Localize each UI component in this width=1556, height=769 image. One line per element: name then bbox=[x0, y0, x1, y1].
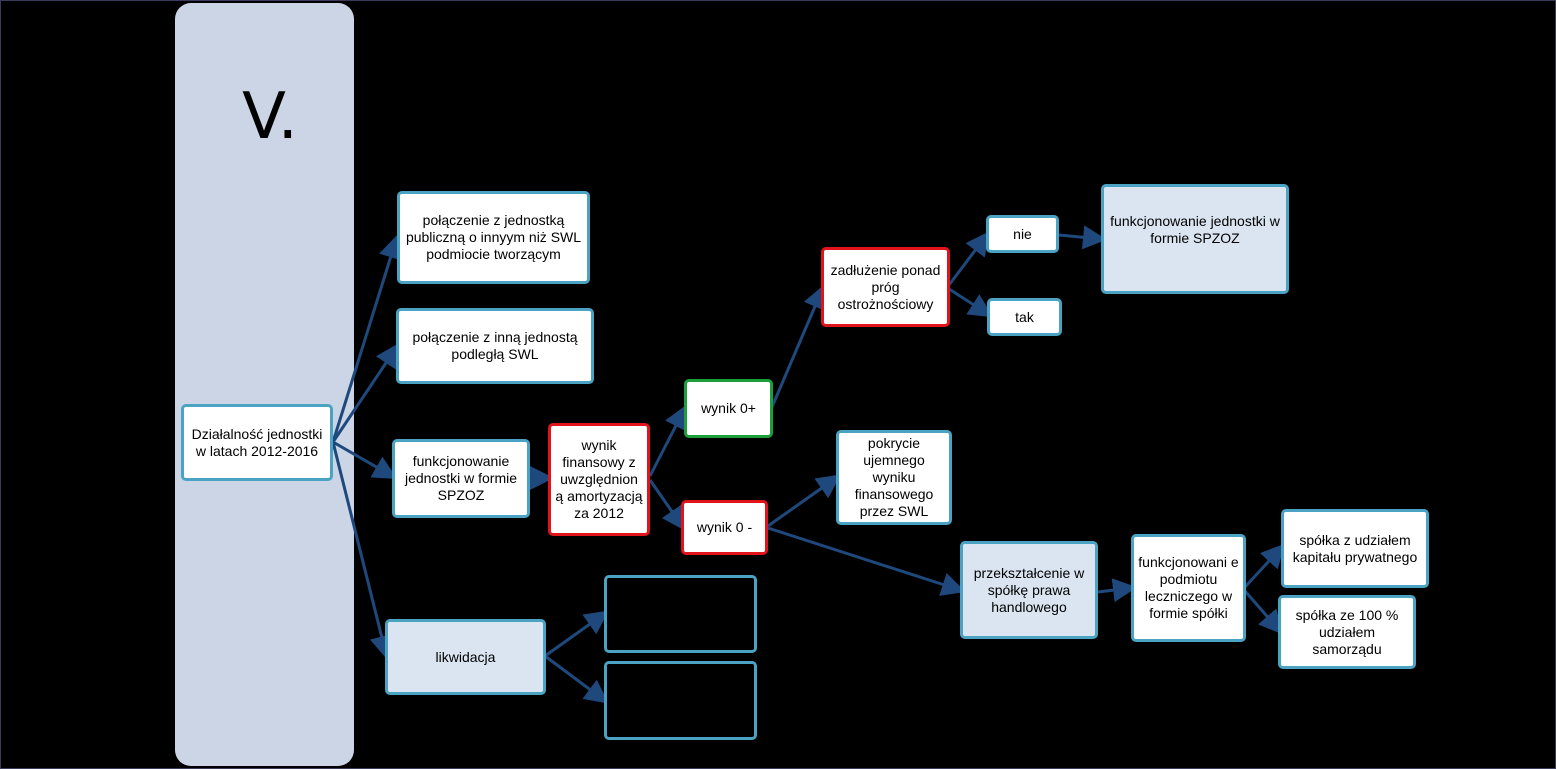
arrow-positive-debt bbox=[770, 284, 826, 408]
company-operation-node: funkcjonowani e podmiotu leczniczego w f… bbox=[1131, 534, 1246, 642]
result-negative-node: wynik 0 - bbox=[681, 500, 768, 555]
side-panel bbox=[175, 3, 354, 766]
section-number: V. bbox=[242, 80, 298, 154]
cover-loss-node: pokrycie ujemnego wyniku finansowego prz… bbox=[836, 430, 952, 525]
arrow-negative-transform bbox=[767, 526, 966, 596]
arrow-debt-yes bbox=[948, 287, 994, 318]
arrow-root-spzoz bbox=[332, 440, 398, 479]
private-company-node: spółka z udziałem kapitału prywatnego bbox=[1281, 509, 1429, 588]
result-positive-node: wynik 0+ bbox=[684, 379, 773, 438]
arrow-liquidation-upper bbox=[544, 610, 609, 658]
arrow-transform-company bbox=[1097, 578, 1137, 603]
financial-result-node: wynik finansowy z uwzględnion ą amortyza… bbox=[548, 423, 650, 536]
arrow-no-continue bbox=[1058, 225, 1107, 250]
municipal-company-node: spółka ze 100 % udziałem samorządu bbox=[1278, 595, 1416, 669]
empty-lower-node bbox=[604, 661, 757, 740]
arrow-negative-cover bbox=[767, 474, 841, 528]
arrow-root-merge-swl bbox=[331, 343, 400, 443]
arrow-company-private bbox=[1243, 543, 1286, 589]
activity-root-node: Działalność jednostki w latach 2012-2016 bbox=[181, 404, 333, 481]
empty-upper-node bbox=[604, 575, 757, 653]
arrow-root-merge-public bbox=[331, 234, 403, 443]
arrow-result-negative bbox=[648, 479, 686, 531]
arrow-liquidation-lower bbox=[544, 654, 609, 704]
continue-spzoz-node: funkcjonowanie jednostki w formie SPZOZ bbox=[1101, 184, 1289, 294]
liquidation-node: likwidacja bbox=[385, 619, 546, 695]
merge-public-node: połączenie z jednostką publiczną o innyy… bbox=[397, 191, 590, 284]
arrow-debt-no bbox=[947, 231, 990, 286]
spzoz-operation-node: funkcjonowanie jednostki w formie SPZOZ bbox=[392, 439, 530, 518]
arrow-company-municipal bbox=[1243, 590, 1283, 635]
transform-company-node: przekształcenie w spółkę prawa handloweg… bbox=[960, 541, 1098, 639]
debt-threshold-node: zadłużenie ponad próg ostrożnościowy bbox=[821, 247, 950, 327]
answer-no-node: nie bbox=[986, 215, 1059, 253]
arrow-result-positive bbox=[648, 404, 687, 477]
arrow-root-liquidation bbox=[331, 441, 394, 660]
answer-yes-node: tak bbox=[987, 298, 1062, 336]
merge-swl-node: połączenie z inną jednostą podległą SWL bbox=[396, 308, 594, 384]
